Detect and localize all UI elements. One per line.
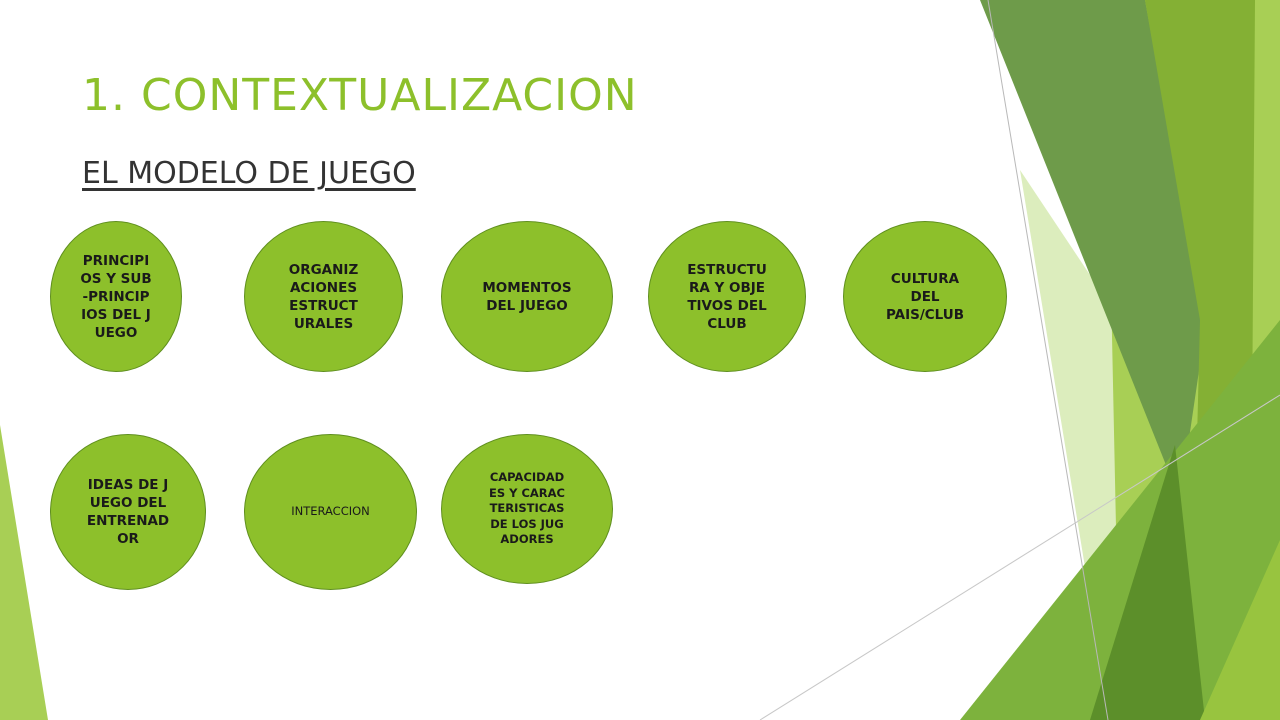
decor-bottom-right [1200,540,1280,720]
decor-bottom-dark [1090,445,1205,720]
node-capacidades: CAPACIDADES Y CARACTERISTICAS DE LOS JUG… [441,434,613,584]
node-organizaciones: ORGANIZACIONES ESTRUCTURALES [244,221,403,372]
node-label: MOMENTOS DEL JUEGO [482,279,572,314]
decor-thin-line-2 [759,394,1280,720]
node-momentos: MOMENTOS DEL JUEGO [441,221,613,372]
node-label: IDEAS DE JUEGO DEL ENTRENADOR [86,477,170,547]
node-label: CAPACIDADES Y CARACTERISTICAS DE LOS JUG… [488,470,565,547]
node-cultura: CULTURA DEL PAIS/CLUB [843,221,1007,372]
node-label: ORGANIZACIONES ESTRUCTURALES [288,261,359,332]
node-interaccion: INTERACCION [244,434,417,590]
slide-title: 1. CONTEXTUALIZACION [82,70,638,121]
slide-subtitle: EL MODELO DE JUEGO [82,156,416,191]
decor-bottom-triangle [960,320,1280,720]
decor-left-wedge [0,425,48,720]
node-label: ESTRUCTURA Y OBJETIVOS DEL CLUB [687,261,767,332]
decor-thin-line [987,0,1109,720]
node-label: PRINCIPIOS Y SUB-PRINCIPIOS DEL JUEGO [80,252,152,341]
node-estructura: ESTRUCTURA Y OBJETIVOS DEL CLUB [648,221,806,372]
node-principios: PRINCIPIOS Y SUB-PRINCIPIOS DEL JUEGO [50,221,182,372]
decor-dark-band [980,0,1205,500]
node-label: CULTURA DEL PAIS/CLUB [885,270,965,323]
node-ideas: IDEAS DE JUEGO DEL ENTRENADOR [50,434,206,590]
node-label: INTERACCION [291,504,370,519]
